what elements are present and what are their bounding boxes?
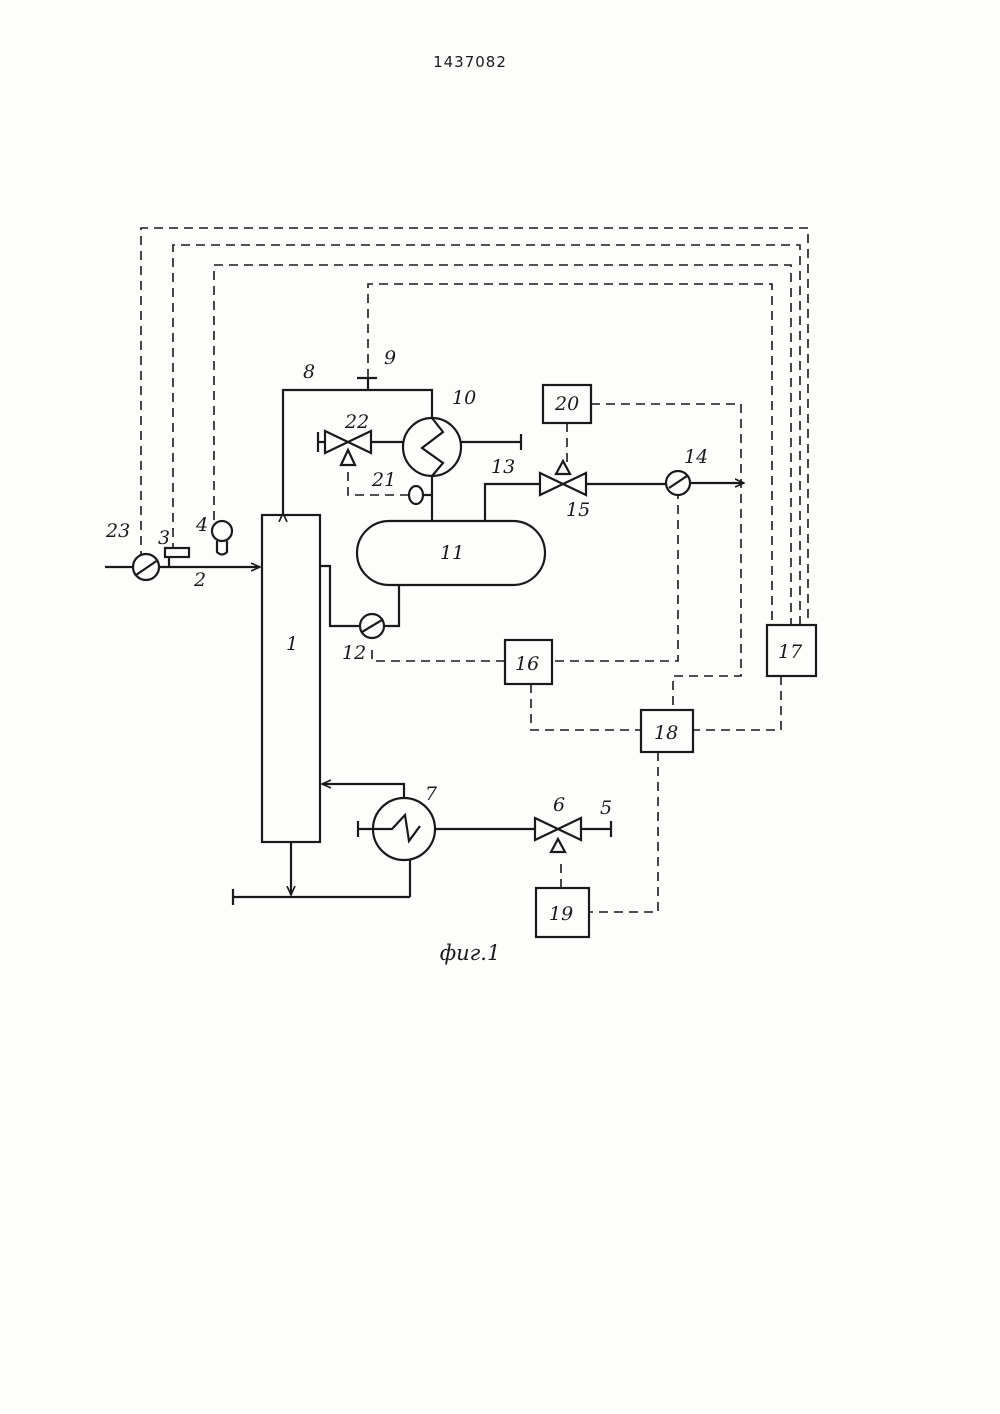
valve-15-left [540,473,563,495]
valve-6-right [558,818,581,840]
label-4: 4 [195,514,208,536]
label-16: 16 [515,653,539,675]
label-19: 19 [549,903,573,925]
label-9: 9 [384,347,396,369]
label-3: 3 [158,527,170,549]
valve-6-actuator [551,839,565,852]
signal-line-16-18 [531,684,641,730]
column-1 [262,515,320,842]
signal-line-20-18 [591,404,741,710]
label-6: 6 [553,794,565,816]
label-15: 15 [566,499,590,521]
label-13: 13 [491,456,515,478]
label-5: 5 [600,797,612,819]
figure-caption: фиг.1 [440,941,501,965]
signal-line-18-19 [589,752,658,912]
label-20: 20 [554,393,579,415]
sensor-4-icon [212,521,232,541]
label-14: 14 [684,446,708,468]
valve-6-left [535,818,558,840]
reflux-return-line [384,585,399,626]
label-12: 12 [342,642,366,664]
label-2: 2 [193,569,206,591]
label-11: 11 [440,542,464,564]
reboiler-vapor-return [322,784,404,798]
label-22: 22 [344,411,369,433]
label-21: 21 [371,469,396,491]
reflux-line-to-column [320,566,360,626]
flow-meter-3-icon [165,548,189,557]
valve-22-left [325,431,348,453]
signal-line-17-18 [693,676,781,730]
label-17: 17 [778,641,803,663]
distillate-line-13 [485,484,540,521]
valve-22-actuator [341,450,355,465]
sensor-21-icon [409,486,423,504]
label-23: 23 [105,520,130,542]
sensor-4-stem [217,541,227,555]
valve-22-right [348,431,371,453]
patent-number: 1437082 [433,53,507,71]
label-18: 18 [654,722,678,744]
condenser-10-icon [403,418,461,476]
valve-15-right [563,473,586,495]
valve-15-actuator [556,461,570,474]
signal-line-16-12 [372,646,505,661]
label-7: 7 [425,783,438,805]
label-10: 10 [452,387,476,409]
label-1: 1 [286,633,298,655]
label-8: 8 [303,361,315,383]
